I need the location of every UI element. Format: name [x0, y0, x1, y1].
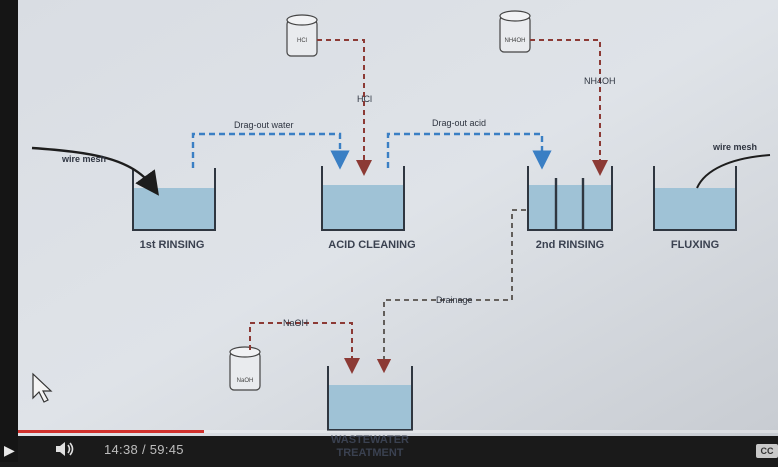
naoh-flow-line — [249, 322, 360, 374]
progress-bar[interactable] — [18, 430, 778, 433]
drainage-label: Drainage — [436, 295, 473, 305]
hcl-flow-label: HCl — [357, 94, 372, 104]
wastewater-label-line1: WASTEWATER — [331, 434, 409, 446]
nh4oh-flow-line — [530, 39, 608, 176]
svg-text:HCl: HCl — [297, 38, 307, 44]
volume-button[interactable] — [54, 440, 78, 460]
svg-text:NaOH: NaOH — [237, 378, 254, 384]
play-icon: ▶ — [4, 442, 15, 458]
tank-wastewater — [327, 366, 413, 431]
subtitles-button[interactable]: CC — [756, 444, 778, 458]
acid-cleaning-label: ACID CLEANING — [328, 239, 415, 251]
nh4oh-flow-label: NH4OH — [584, 76, 616, 86]
wire-mesh-in-arrow — [31, 146, 159, 196]
hcl-flow-line — [317, 39, 372, 176]
drainage-line — [376, 209, 526, 374]
time-display: 14:38 / 59:45 — [104, 442, 184, 457]
hcl-drum: HCl — [286, 14, 318, 57]
mouse-cursor-icon — [32, 372, 53, 403]
dragout-water-line — [191, 132, 350, 170]
volume-icon — [56, 442, 74, 456]
fluxing-label: FLUXING — [671, 239, 719, 251]
naoh-drum: NaOH — [229, 346, 261, 391]
svg-text:NH4OH: NH4OH — [504, 38, 525, 44]
progress-bar-played — [18, 430, 205, 433]
wire-mesh-in-label: wire mesh — [61, 154, 106, 164]
second-rinsing-label: 2nd RINSING — [536, 239, 604, 251]
first-rinsing-label: 1st RINSING — [140, 239, 205, 251]
dragout-acid-label: Drag-out acid — [432, 118, 486, 128]
tank-acid-cleaning — [321, 166, 405, 231]
wire-mesh-out-line — [696, 154, 771, 189]
tank-fluxing — [653, 166, 737, 231]
naoh-flow-label: NaOH — [283, 318, 308, 328]
dragout-water-label: Drag-out water — [234, 120, 294, 130]
play-button[interactable]: ▶ — [4, 442, 26, 460]
video-controls-bar: ▶ 14:38 / 59:45 CC — [0, 430, 778, 462]
dragout-acid-line — [386, 132, 552, 170]
wire-mesh-out-label: wire mesh — [712, 142, 757, 152]
wastewater-label-line2: TREATMENT — [336, 447, 403, 459]
tank-second-rinsing — [527, 166, 613, 231]
nh4oh-drum: NH4OH — [499, 10, 531, 53]
